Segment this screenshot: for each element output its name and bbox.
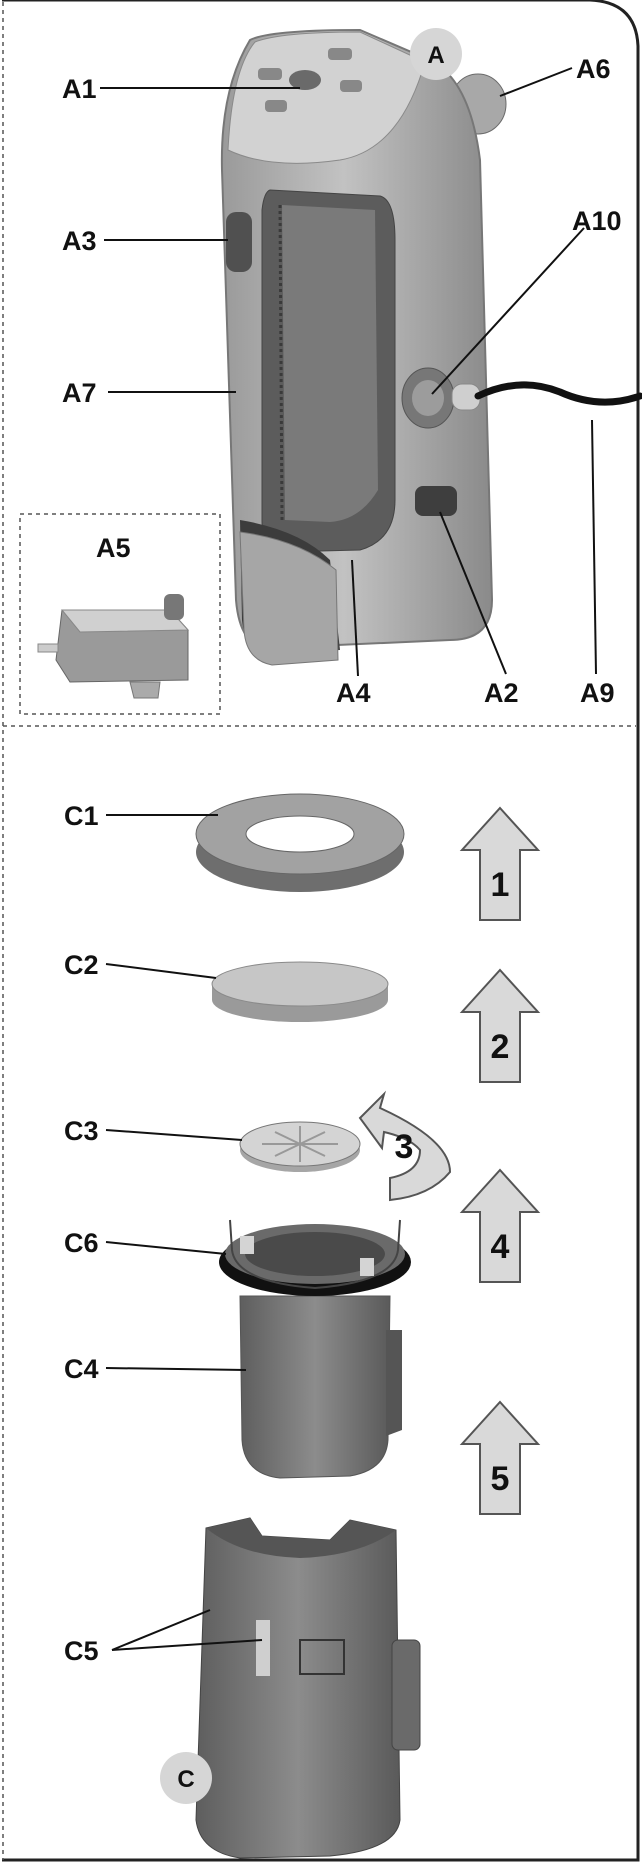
label-a7: A7 [62,378,97,408]
label-c5: C5 [64,1636,99,1666]
knob-a1 [289,70,321,90]
step-arrow-2: 2 [459,968,541,1083]
label-c2: C2 [64,950,99,980]
badge-c-circle [160,1752,212,1804]
step-label-3: 3 [395,1128,414,1166]
badge-c: C [177,1766,194,1793]
step-arrow-1: 1 [459,806,541,921]
label-a3: A3 [62,226,97,256]
step-arrow-4: 4 [459,1168,541,1283]
badge-a-circle [410,28,462,80]
label-a6: A6 [576,54,611,84]
label-a10: A10 [572,206,622,236]
label-a1: A1 [62,74,97,104]
filter-c3 [239,1121,361,1172]
switch-a2 [415,486,457,516]
label-c4: C4 [64,1354,99,1384]
unit-a-illustration [220,28,642,666]
step-label-4: 4 [491,1228,510,1266]
badge-a: A [427,42,444,69]
step-arrow-3-rotate: 3 [358,1090,452,1202]
ring-c1 [195,793,405,892]
label-c6: C6 [64,1228,99,1258]
container-c4 [219,1219,411,1479]
label-c3: C3 [64,1116,99,1146]
step-label-5: 5 [491,1460,510,1498]
side-window-a3 [226,212,252,272]
container-c [195,1517,421,1859]
step-arrow-5: 5 [459,1400,541,1515]
step-label-1: 1 [491,866,510,904]
unit-a-lid [227,31,426,164]
label-a5: A5 [96,533,131,563]
inset-a5 [19,513,221,715]
label-c1: C1 [64,801,99,831]
disc-c2 [211,961,389,1022]
power-cord-a9 [474,381,642,406]
label-a9: A9 [580,678,615,708]
label-a2: A2 [484,678,519,708]
step-label-2: 2 [491,1028,510,1066]
label-a4: A4 [336,678,371,708]
